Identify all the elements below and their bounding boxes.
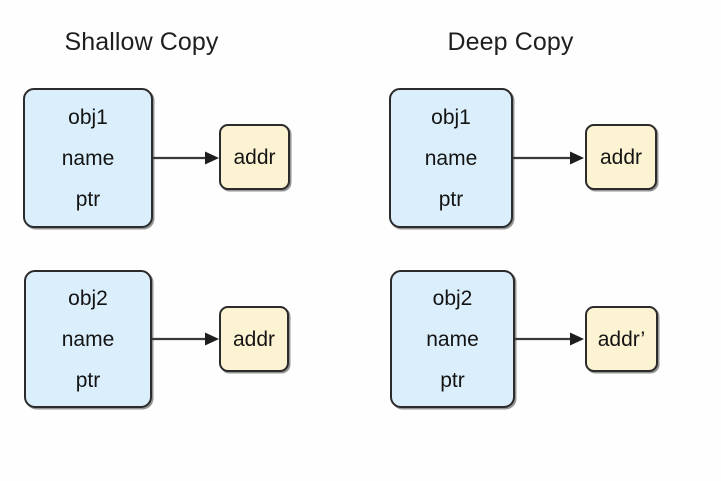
object-field-name-label: name [61, 146, 115, 170]
object-field-ptr-label: ptr [440, 368, 465, 392]
object-name-label: obj2 [68, 286, 108, 310]
object-name-label: obj1 [68, 105, 108, 129]
object-name-label: obj1 [431, 105, 471, 129]
arrow-shallow-obj1-to-addr [153, 147, 221, 169]
addr-box-shallow-obj1[interactable]: addr [219, 124, 290, 190]
addr-label: addr [232, 327, 276, 351]
object-field-ptr-label: ptr [75, 368, 101, 392]
object-field-name-label: name [424, 146, 478, 170]
addr-prime-label: addr’ [597, 327, 646, 351]
addr-label: addr [233, 145, 276, 169]
column-title-shallow-copy: Shallow Copy [64, 28, 219, 56]
arrow-shallow-obj2-to-addr [152, 328, 221, 350]
object-field-ptr-label: ptr [75, 187, 101, 211]
arrow-deep-obj2-to-addr-prime [515, 328, 587, 350]
column-title-deep-copy: Deep Copy [447, 28, 574, 56]
object-field-ptr-label: ptr [438, 187, 464, 211]
addr-box-shallow-obj2[interactable]: addr [219, 306, 289, 372]
addr-box-deep-obj1[interactable]: addr [585, 124, 657, 190]
object-box-shallow-obj1[interactable]: obj1 name ptr [23, 88, 153, 228]
arrow-deep-obj1-to-addr [513, 147, 587, 169]
object-name-label: obj2 [432, 286, 473, 310]
object-box-deep-obj2[interactable]: obj2 name ptr [390, 270, 515, 408]
object-box-deep-obj1[interactable]: obj1 name ptr [389, 88, 513, 228]
addr-label: addr [599, 145, 643, 169]
object-field-name-label: name [61, 327, 115, 351]
addr-box-deep-obj2[interactable]: addr’ [585, 306, 658, 372]
object-box-shallow-obj2[interactable]: obj2 name ptr [24, 270, 152, 408]
object-field-name-label: name [426, 327, 479, 351]
